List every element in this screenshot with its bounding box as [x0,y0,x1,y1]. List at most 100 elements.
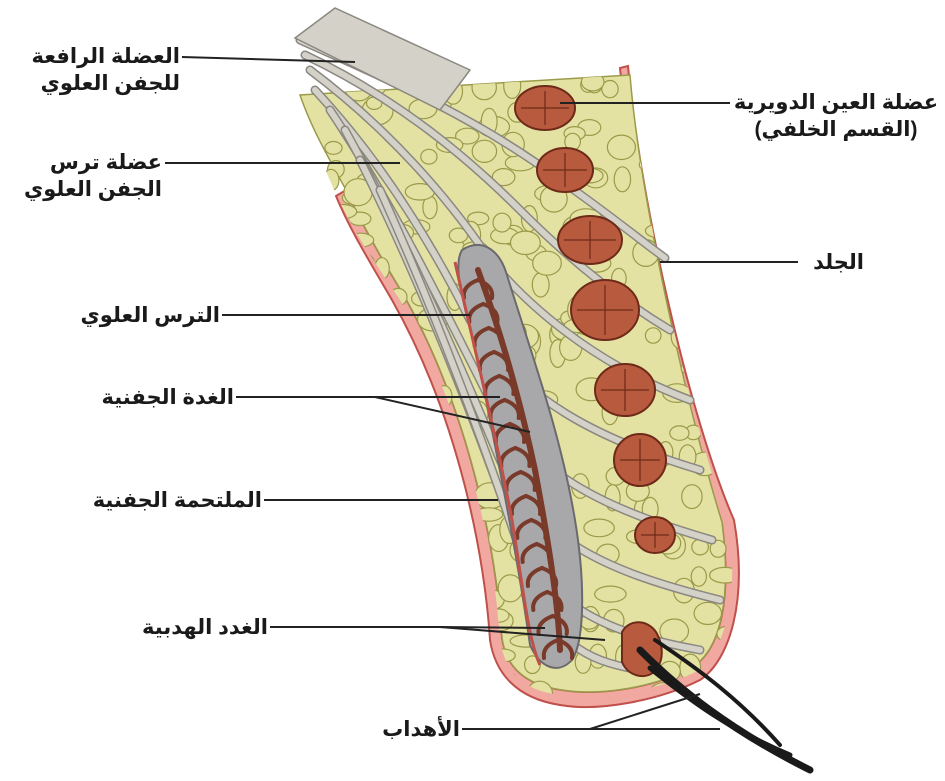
fat-lobule [720,333,733,357]
levator-muscle [293,7,472,111]
fat-lobule [300,417,327,442]
label-levator: العضلة الرافعة للجفن العلوي [31,45,180,95]
fat-lobule [601,79,619,99]
fat-lobule [654,180,677,201]
fat-lobule [693,601,723,626]
label-ciliary-glands: الغدد الهدبية [142,616,268,639]
label-orbicularis: عضلة العين الدويرية (القسم الخلفي) [733,91,939,141]
bundle-fascicle [543,153,587,187]
fat-lobule [720,183,733,197]
fat-lobule [392,406,420,428]
fat-lobule [300,677,315,696]
gland-acinus [492,350,511,372]
bundle-fascicle [641,522,669,548]
fat-lobule [681,484,703,510]
fat-lobule [302,560,336,576]
gland-acinus [486,326,505,348]
fat-lobule [335,379,359,397]
gland-acinus [502,398,521,420]
fat-lobule [360,545,390,570]
fat-lobule [531,271,550,298]
label-meibomian: الغدة الجفنية [101,386,234,409]
fat-lobule [509,230,541,256]
label-conjunctiva: الملتحمة الجفنية [92,489,262,512]
gland-acinus [513,446,532,468]
fat-lobule [403,540,435,570]
fat-lobule [340,524,372,539]
fat-lobule [492,212,512,233]
fat-lobule [300,279,318,302]
gland-acinus [534,542,553,564]
gland-acinus [520,542,539,564]
fat-lobule [421,632,448,653]
fat-lobule [371,475,391,501]
fat-lobule [583,518,615,538]
bundle-fascicle [601,369,649,411]
fat-lobule [580,75,605,92]
fat-lobule [389,655,411,676]
fat-lobule [420,148,438,165]
fat-lobule [346,514,372,544]
fat-lobule [322,206,341,229]
fat-lobule [300,222,315,242]
bundle-fascicle [577,285,633,335]
fat-lobule [341,273,359,294]
gland-acinus [497,374,516,396]
gland-acinus [518,470,537,492]
bundle-fascicle [620,439,660,481]
fat-lobule [375,648,402,674]
fat-lobule [723,353,733,380]
label-lashes: الأهداب [382,718,460,741]
leader-lines [165,56,798,730]
gland-acinus [508,422,527,444]
fat-lobule [409,663,426,683]
fat-lobule [386,423,413,439]
label-tarsus: الترس العلوي [80,304,220,327]
fat-lobule [644,327,662,344]
gland-acinus [481,302,500,324]
fat-lobule [300,426,317,450]
fat-lobule [471,139,498,163]
fat-lobule [644,223,678,239]
fat-lobule [377,400,399,414]
fat-lobule [325,532,355,549]
fat-lobule [337,590,368,617]
fat-lobule [669,425,690,441]
fat-lobule [400,541,418,555]
fat-lobule [714,389,731,409]
fat-lobule [393,619,417,637]
fat-lobule [331,354,360,369]
fat-lobule [712,448,733,467]
fat-lobule [412,430,431,456]
fat-lobule [491,168,516,187]
fat-lobule [318,291,338,310]
fat-lobule [341,258,365,287]
fat-lobule [408,667,432,684]
fat-lobule [708,270,732,293]
fat-lobule [702,256,733,281]
fat-lobule [311,283,334,313]
gland-acinus [541,638,560,660]
fat-lobule [636,86,661,105]
fat-lobule [407,642,435,672]
fat-lobule [666,85,682,114]
fat-lobule [613,166,632,193]
fat-lobule [403,363,421,385]
fat-lobule [415,453,441,475]
fat-lobule [322,168,340,192]
gland-acinus [545,590,564,612]
fat-lobule [439,617,469,635]
fat-lobule [363,682,387,697]
bundle-fascicle [564,221,616,259]
label-tarsal-muscle: عضلة ترس الجفن العلوي [24,151,162,201]
fat-lobule [454,127,480,145]
fat-lobule [421,692,438,697]
fat-lobule [532,250,562,276]
fat-lobule [336,347,370,364]
fat-lobule [439,503,465,530]
fat-lobule [352,429,377,452]
gland-acinus [550,614,569,636]
fat-lobule [345,308,375,327]
fat-lobule [369,599,395,622]
